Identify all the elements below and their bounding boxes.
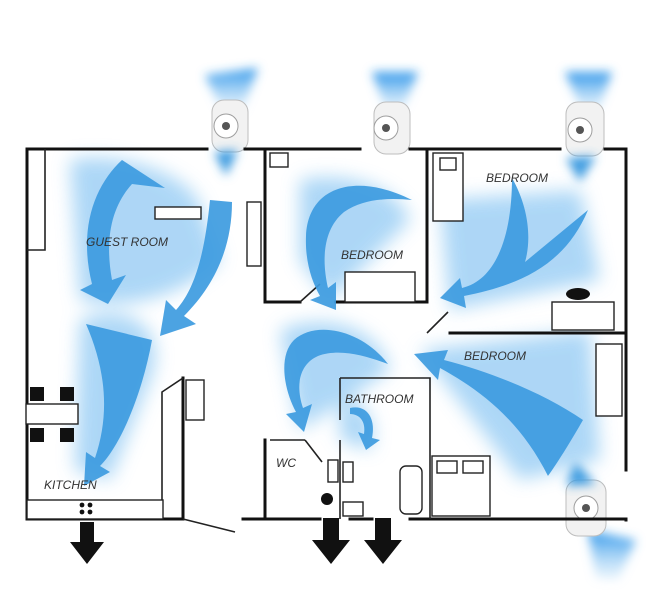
- furniture: [25, 152, 623, 520]
- wall-fan-icon: [205, 68, 258, 176]
- bedroom-center-label: BEDROOM: [341, 248, 403, 262]
- bedroom-topright-label: BEDROOM: [486, 171, 548, 185]
- down-arrow-icon: [312, 518, 350, 564]
- down-arrow-icon: [364, 518, 402, 564]
- wc-label: WC: [276, 456, 296, 470]
- airflow-arrows: [80, 160, 588, 486]
- kitchen-label: KITCHEN: [44, 478, 97, 492]
- bathroom-label: BATHROOM: [345, 392, 413, 406]
- guest-room-label: GUEST ROOM: [86, 235, 168, 249]
- wall-fan-icon: [372, 72, 418, 155]
- down-arrow-icon: [70, 522, 104, 564]
- wall-fan-icon: [565, 72, 612, 182]
- bedroom-right-label: BEDROOM: [464, 349, 526, 363]
- wall-fan-icon: [565, 462, 636, 580]
